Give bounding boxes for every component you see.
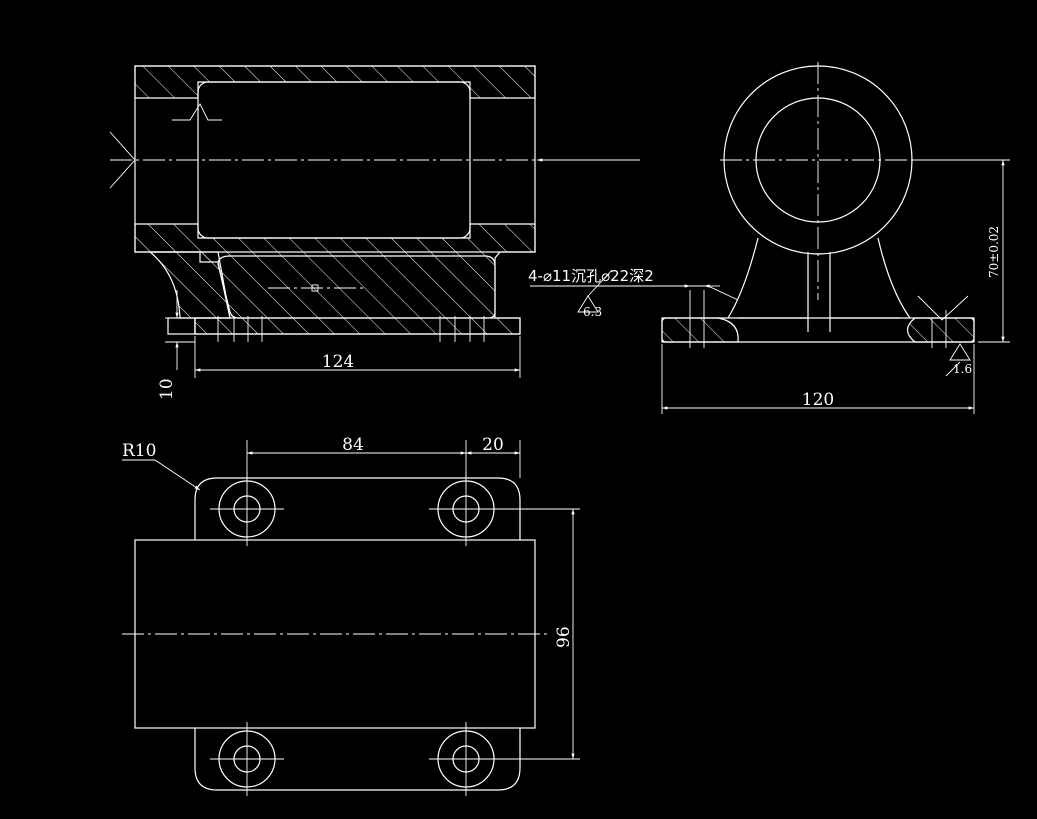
right-support	[877, 237, 911, 319]
base-left-step	[167, 317, 196, 335]
side-view: 4-⌀11沉孔⌀22深2 6.3 1.6 70±0.02 120	[528, 62, 1010, 414]
dim-120: 120	[802, 390, 834, 410]
roughness-6-3: 6.3	[583, 305, 602, 319]
callout-leader	[530, 285, 739, 301]
roughness-symbol-icon	[172, 103, 222, 121]
roughness-symbol-icon	[109, 131, 136, 189]
top-base-upper	[194, 477, 521, 540]
front-section-view: 124 10	[109, 65, 640, 400]
r10-leader	[122, 459, 201, 491]
roughness-1-6: 1.6	[953, 362, 972, 376]
roughness-triangle-icon	[949, 343, 971, 361]
left-support	[727, 237, 759, 319]
bolt-hole	[429, 722, 580, 796]
dim-r10: R10	[122, 441, 156, 461]
bolt-hole	[210, 722, 284, 796]
dim-96: 96	[554, 626, 574, 648]
top-base-lower	[194, 728, 521, 791]
roughness-triangle-icon	[577, 295, 599, 313]
roughness-symbol-icon	[917, 295, 969, 321]
bolt-hole	[429, 472, 580, 546]
dim-124: 124	[322, 352, 354, 372]
housing-outer-circle	[723, 65, 913, 255]
dim-10: 10	[157, 378, 177, 400]
bolt-hole	[210, 472, 284, 546]
dim-84: 84	[342, 435, 364, 455]
hole-callout: 4-⌀11沉孔⌀22深2	[528, 267, 654, 285]
top-view: R10 84 20 96	[122, 435, 580, 796]
dim-70: 70±0.02	[987, 226, 1001, 278]
dim-20: 20	[482, 435, 504, 455]
